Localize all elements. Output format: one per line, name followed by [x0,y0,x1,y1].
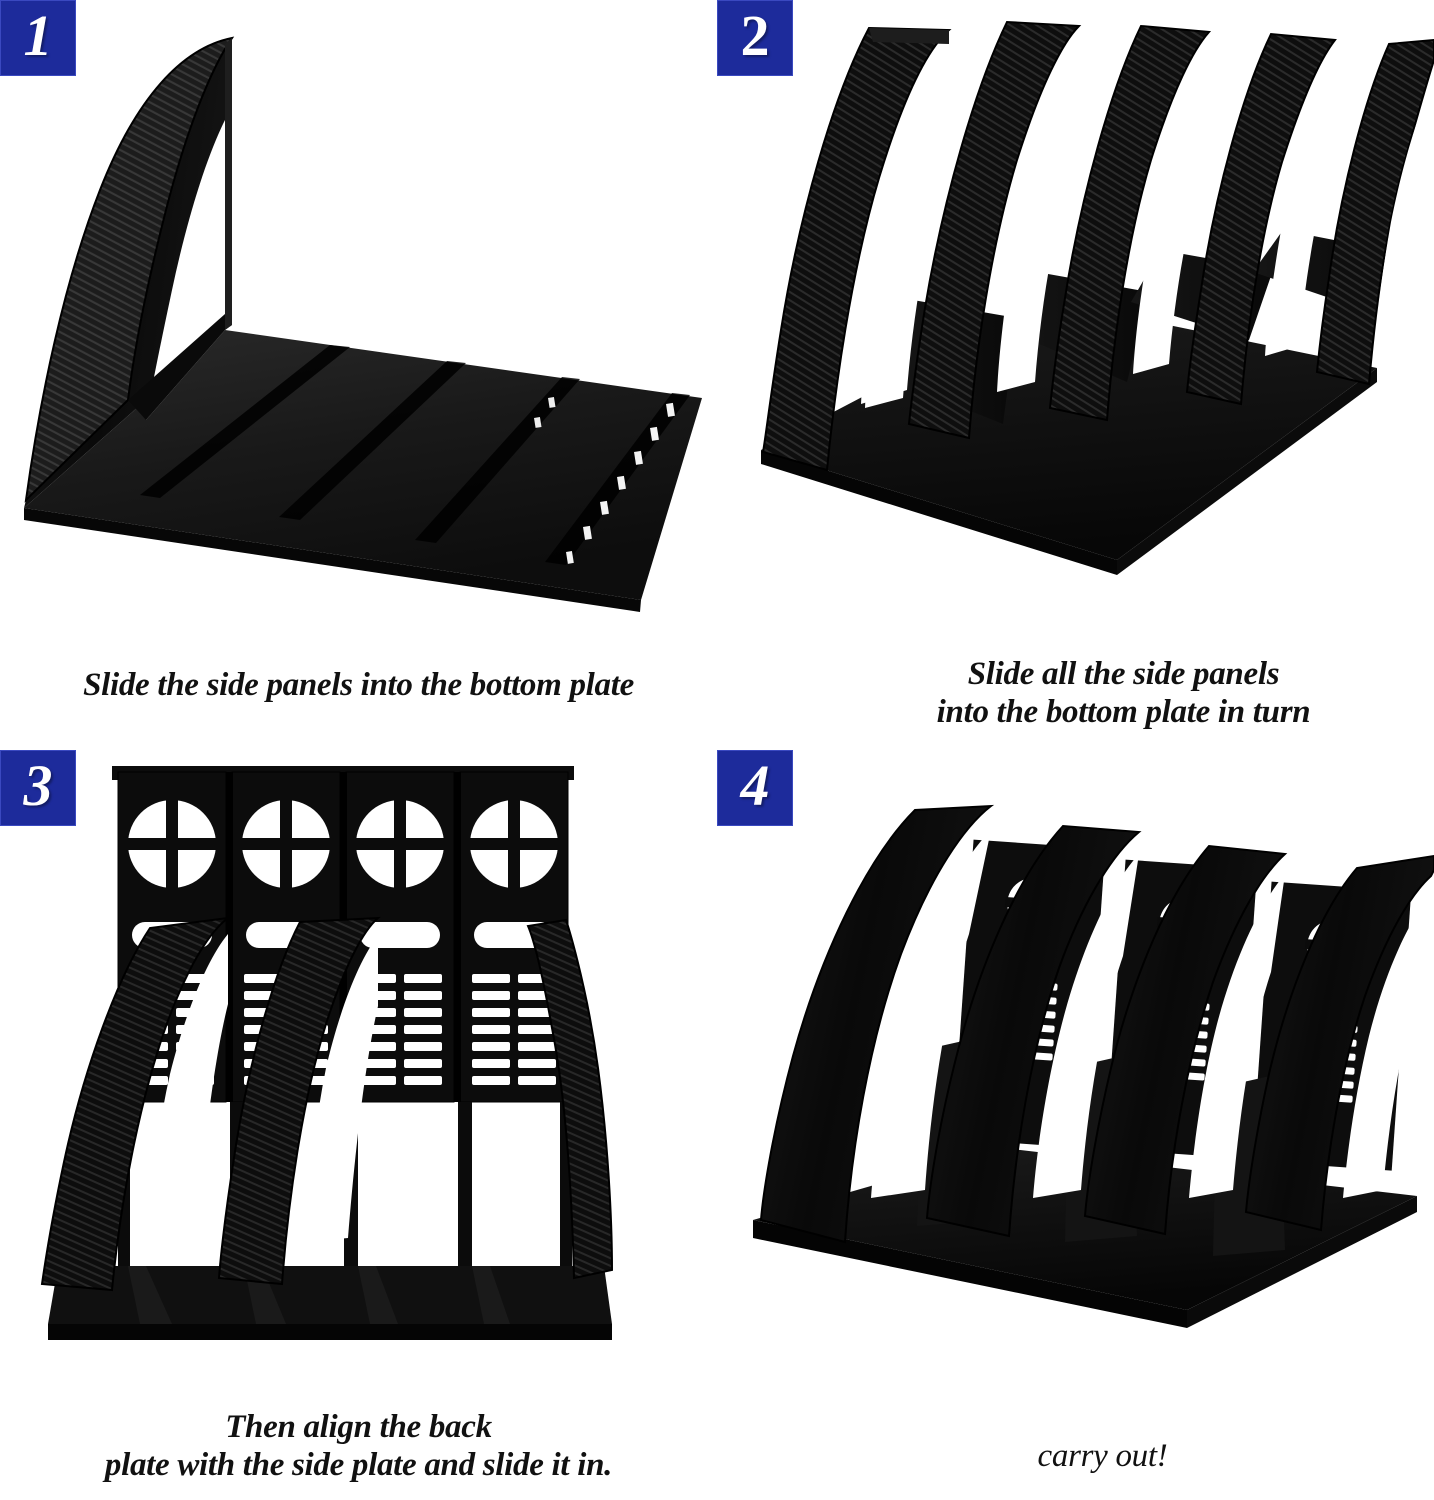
step-panel-1: 1 Slide the side panels into the bottom … [0,0,717,750]
side-panel-right [526,918,614,1280]
step-caption-1: Slide the side panels into the bottom pl… [0,666,717,704]
step-3-illustration [0,750,717,1398]
step-number-4: 4 [740,753,770,818]
caption-line: into the bottom plate in turn [936,694,1311,731]
caption-line: carry out! [1037,1438,1168,1474]
step-caption-4: carry out! [717,1437,1434,1475]
caption-line: Slide the side panels into the bottom pl… [83,667,634,703]
step-badge-3: 3 [0,750,76,826]
step-number-1: 1 [23,3,53,68]
step-caption-3: Then align the back plate with the side … [0,1408,717,1485]
side-panels [759,804,1434,1244]
step-caption-2: Slide all the side panels into the botto… [717,655,1434,732]
side-panels [40,916,381,1292]
caption-line: plate with the side plate and slide it i… [104,1447,613,1484]
step-panel-3: 3 [0,750,717,1500]
step-panel-4: 4 [717,750,1434,1500]
step-1-illustration [0,0,717,648]
step-4-illustration [717,750,1434,1398]
step-number-3: 3 [23,753,53,818]
step-panel-2: 2 Slide all the side panels into the bot… [717,0,1434,750]
step-badge-4: 4 [717,750,793,826]
step-badge-1: 1 [0,0,76,76]
step-2-illustration [717,0,1434,648]
side-panel-upright [24,36,235,508]
side-panels [761,20,1434,472]
bottom-plate [48,1266,612,1340]
step-badge-2: 2 [717,0,793,76]
bottom-plate [24,330,702,612]
caption-line: Then align the back [225,1409,492,1445]
caption-line: Slide all the side panels [967,656,1280,692]
step-number-2: 2 [740,3,770,68]
